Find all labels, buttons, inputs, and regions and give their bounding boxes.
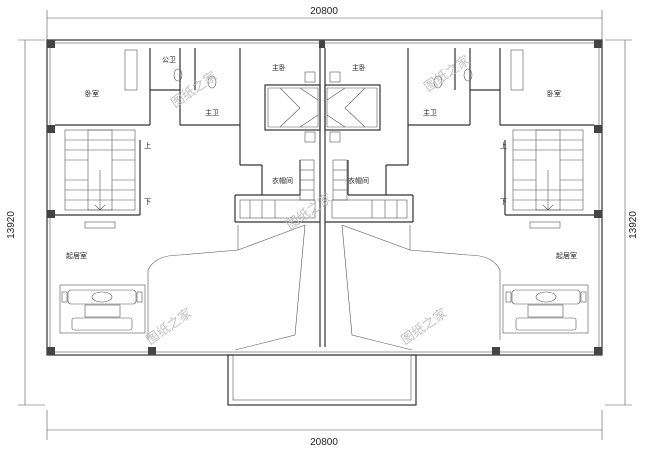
label-master-bath-left: 主卫	[205, 108, 219, 117]
watermark-2: 图纸之家	[421, 52, 473, 95]
label-living-left: 起居室	[66, 251, 87, 260]
watermark-4: 图纸之家	[143, 305, 195, 348]
label-living-right: 起居室	[556, 251, 577, 260]
label-master-bath-right: 主卫	[423, 108, 437, 117]
dim-left: 13920	[6, 211, 17, 239]
interior-walls-left	[55, 48, 320, 223]
watermark-3: 图纸之家	[283, 190, 335, 233]
dim-right: 13920	[628, 211, 639, 239]
label-master-right: 主卧	[352, 63, 366, 72]
label-public-bath: 公卫	[162, 56, 176, 64]
staircase-right	[512, 129, 584, 211]
closet-right	[331, 159, 408, 219]
sofa-set-left	[59, 284, 146, 334]
staircase-left	[64, 129, 136, 211]
living-area-curves	[147, 224, 501, 351]
bath-fixtures	[84, 49, 561, 229]
label-up-left: 上	[144, 141, 151, 150]
sofa-set-right	[502, 284, 589, 334]
label-bedroom-left: 卧室	[85, 89, 99, 98]
master-bed-left	[264, 71, 321, 143]
watermark-5: 图纸之家	[398, 305, 450, 348]
closet-left	[239, 159, 316, 219]
balcony	[227, 354, 417, 406]
dimension-lines	[18, 10, 632, 440]
dim-bottom: 20800	[310, 437, 338, 448]
label-closet-right: 衣帽间	[348, 176, 369, 185]
label-master-left: 主卧	[272, 63, 286, 72]
label-up-right: 上	[500, 141, 507, 150]
label-down-right: 下	[500, 198, 507, 206]
interior-walls-right	[325, 48, 594, 223]
dim-top: 20800	[310, 6, 338, 17]
label-bedroom-right: 卧室	[547, 89, 561, 98]
label-down-left: 下	[144, 198, 151, 206]
master-bed-right	[324, 71, 381, 143]
label-closet-left: 衣帽间	[272, 176, 293, 185]
